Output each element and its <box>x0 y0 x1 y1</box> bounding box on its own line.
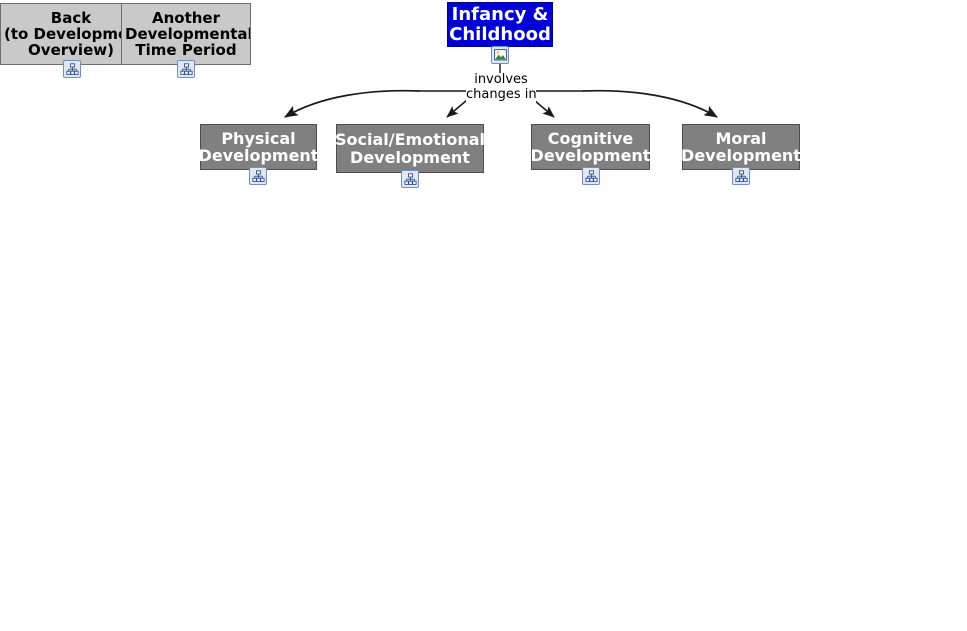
concept-map-icon[interactable] <box>63 60 81 78</box>
connector-to-moral <box>581 89 718 118</box>
concept-node-social-emotional-development[interactable]: Social/Emotional Development <box>335 124 485 173</box>
nav-back-line3: Overview) <box>28 41 114 60</box>
concept-map-icon[interactable] <box>177 60 195 78</box>
connector-to-cognitive <box>533 99 555 118</box>
concept-node-physical-development[interactable]: Physical Development <box>198 124 319 170</box>
nav-back-to-overview[interactable]: Back (to Developmental Overview) <box>0 3 142 65</box>
nav-another-time-period[interactable]: Another Developmental Time Period <box>121 3 251 65</box>
nav-another-line3: Time Period <box>135 41 237 60</box>
relationship-label-involves-changes-in: involves changes in <box>466 72 537 103</box>
connector-to-physical <box>284 89 421 118</box>
concept-moral-line1: Moral <box>715 128 767 148</box>
concept-cognitive-line2: Development <box>530 146 651 165</box>
nav-back-line2: (to Developmental <box>4 24 141 43</box>
title-node-line2: Childhood <box>449 23 551 45</box>
picture-icon[interactable] <box>491 46 509 64</box>
concept-map-icon[interactable] <box>249 167 267 185</box>
nav-another-line2: Developmental <box>125 24 251 43</box>
concept-map-icon[interactable] <box>582 167 600 185</box>
connector-to-social-emotional <box>446 99 468 118</box>
concept-node-moral-development[interactable]: Moral Development <box>681 124 801 170</box>
relationship-line2: changes in <box>466 86 537 102</box>
concept-map-icon[interactable] <box>732 167 750 185</box>
title-node-infancy-childhood[interactable]: Infancy & Childhood <box>447 2 553 47</box>
nav-another-line1: Another <box>151 8 220 27</box>
concept-map-icon[interactable] <box>401 170 419 188</box>
relationship-line1: involves <box>474 72 528 87</box>
concept-social-line1: Social/Emotional <box>335 130 485 150</box>
concept-physical-line1: Physical <box>221 128 296 148</box>
concept-physical-line2: Development <box>198 146 319 165</box>
title-node-line1: Infancy & <box>451 4 549 26</box>
concept-social-line2: Development <box>350 147 470 167</box>
concept-cognitive-line1: Cognitive <box>547 128 634 148</box>
concept-node-cognitive-development[interactable]: Cognitive Development <box>531 124 650 170</box>
concept-moral-line2: Development <box>681 146 801 165</box>
nav-back-line1: Back <box>50 8 92 27</box>
